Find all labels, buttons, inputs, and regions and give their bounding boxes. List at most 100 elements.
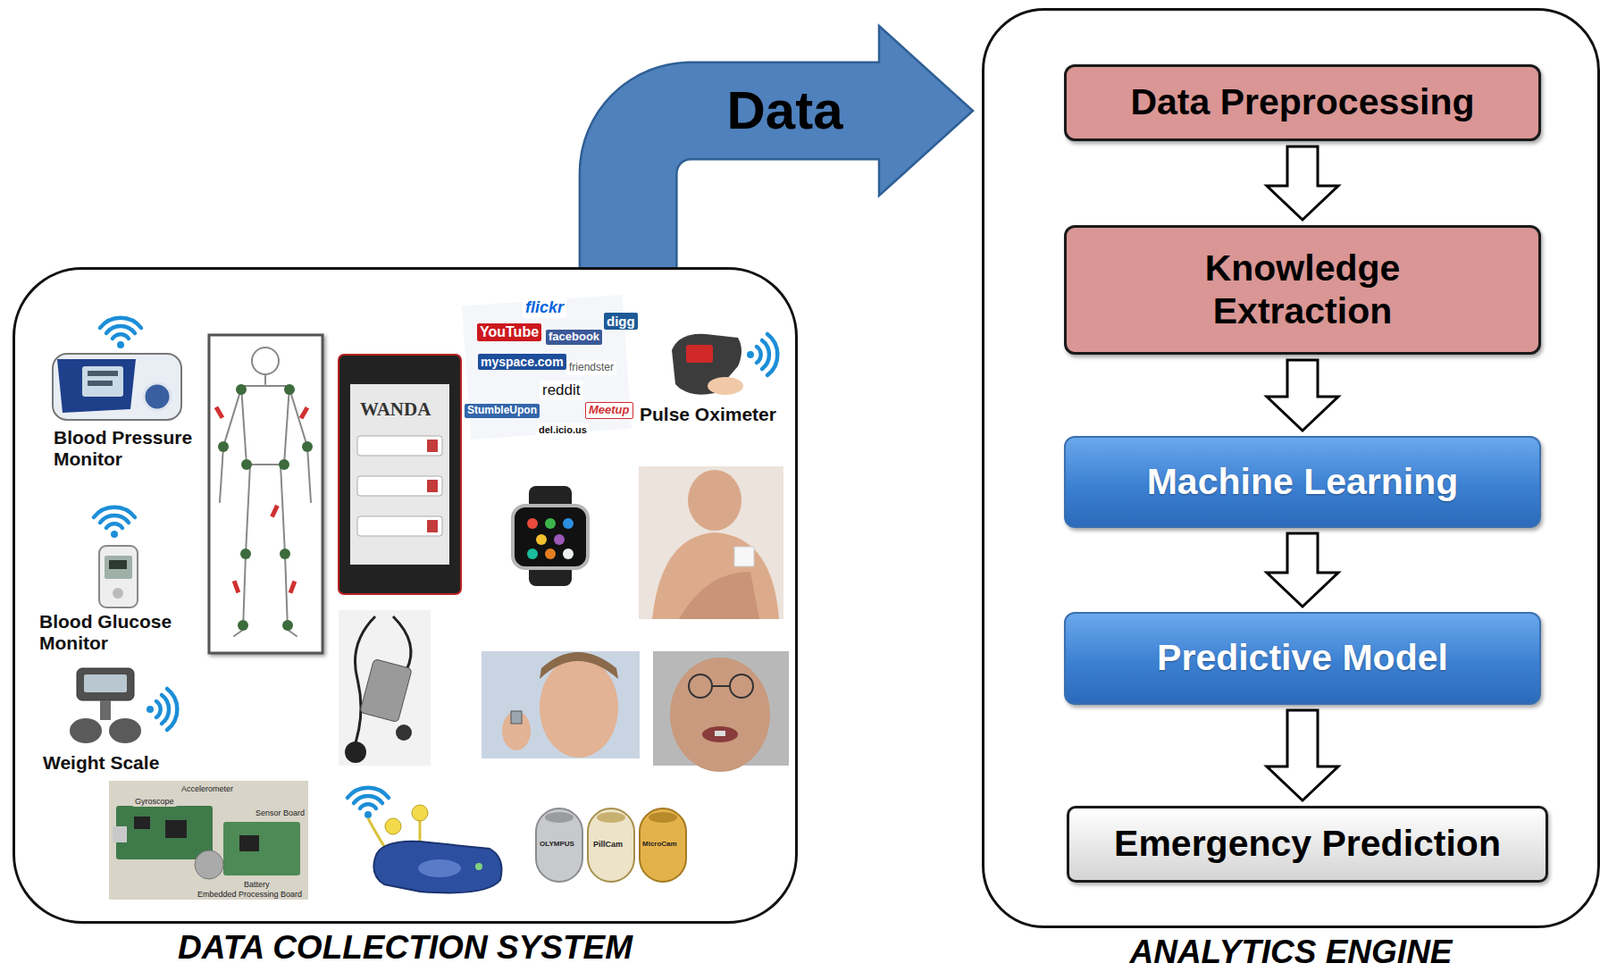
smartphone: [427, 519, 438, 533]
part-label: Embedded Processing Board: [194, 888, 305, 900]
ecg-device: [418, 859, 461, 878]
blood-pressure-monitor: [82, 366, 124, 397]
body-sensor-figure: [278, 459, 290, 470]
pulse-oximeter: [707, 376, 744, 395]
glucose-monitor: [99, 545, 138, 608]
body-sensor-figure: [282, 619, 294, 631]
mouth-sensor-photo: [688, 674, 754, 698]
weight-scale: [76, 668, 135, 701]
box-label: Predictive Model: [1156, 636, 1449, 679]
sensor-board-photo: [108, 780, 309, 900]
flow-arrow: [1266, 533, 1339, 607]
wifi-symbol: [746, 334, 778, 376]
label-anchor: Meetup: [585, 402, 634, 419]
implant-chip-photo: [481, 651, 640, 759]
smartwatch: [527, 518, 538, 529]
label-anchor: PillCam: [593, 839, 623, 849]
body-sensor-figure: [217, 384, 313, 631]
smartphone: [338, 354, 461, 595]
flow-arrow: [1266, 533, 1339, 607]
smartwatch: [553, 534, 565, 545]
label-anchor: Weight Scale: [42, 752, 160, 774]
ecg-device: [411, 804, 428, 821]
edge-label: Data: [727, 81, 844, 141]
implant-chip-photo: [510, 711, 522, 724]
blood-pressure-monitor: [143, 383, 171, 411]
pulse-oximeter: [671, 334, 744, 395]
device-label: Pulse Oximeter: [639, 403, 777, 426]
capsule-cameras: [587, 808, 635, 882]
body-sensor-figure: [214, 405, 310, 594]
arrow-head: [879, 25, 973, 196]
part-label: Accelerometer: [178, 783, 236, 795]
analytics-panel: ANALYTICS ENGINEData PreprocessingKnowle…: [981, 8, 1600, 929]
capsule-cameras: [536, 808, 583, 882]
smartwatch: [527, 548, 538, 560]
glucose-monitor: [112, 587, 124, 599]
body-sensor-figure: [288, 580, 297, 595]
panel-caption: DATA COLLECTION SYSTEM: [15, 929, 796, 967]
brand-label: OLYMPUS: [539, 839, 575, 848]
box-label: Knowledge Extraction: [1155, 247, 1450, 332]
label-anchor: myspace.com: [477, 353, 567, 370]
capsule-cameras: [648, 812, 678, 823]
smartphone: [350, 384, 450, 565]
brand-label: PillCam: [593, 839, 623, 849]
body-sensor-figure: [264, 374, 267, 385]
body-sensor-figure: [217, 441, 229, 453]
implant-chip-photo: [539, 657, 619, 758]
label-anchor: Blood Glucose Monitor: [39, 611, 196, 654]
body-sensor-figure: [269, 504, 279, 519]
mouth-sensor-photo: [714, 730, 726, 737]
mouth-sensor-photo: [688, 674, 713, 698]
smartphone: [357, 516, 443, 537]
capsule-cameras: [544, 812, 574, 823]
device-label: Blood Glucose Monitor: [39, 611, 196, 654]
label-anchor: del.icio.us: [536, 423, 590, 437]
part-label: Gyroscope: [132, 795, 177, 807]
label-anchor: YouTube: [477, 323, 542, 342]
ecg-device: [368, 804, 503, 893]
body-sensor-figure: [241, 459, 252, 470]
device-label: Blood Pressure Monitor: [53, 427, 210, 470]
smartphone: [338, 354, 461, 595]
flow-arrow: [1266, 360, 1339, 431]
label-anchor: WANDA: [360, 398, 431, 420]
social-logo: StumbleUpon: [464, 403, 540, 419]
capsule-cameras: [596, 812, 626, 823]
social-logo: YouTube: [477, 323, 542, 342]
blood-pressure-monitor: [52, 353, 182, 420]
smartwatch: [562, 548, 574, 560]
smartphone: [357, 435, 443, 456]
label-anchor: Accelerometer: [178, 783, 236, 795]
label-anchor: Pulse Oximeter: [639, 403, 777, 426]
weight-scale: [69, 668, 142, 744]
mouth-sensor-photo: [729, 674, 754, 698]
label-anchor: OLYMPUS: [539, 839, 575, 848]
sensor-board-photo: [239, 835, 260, 852]
sensor-board-photo: [223, 821, 301, 876]
process-box: Machine Learning: [1063, 435, 1542, 528]
wifi-symbol: [93, 507, 135, 538]
body-sensor-figure: [214, 405, 225, 419]
implant-chip-photo: [539, 652, 619, 679]
body-sensor-figure: [219, 347, 311, 637]
sensor-board-photo: [165, 820, 187, 838]
smartphone: [357, 476, 443, 496]
wearable-sensor: [360, 658, 413, 722]
smartwatch: [544, 548, 556, 560]
sensor-board-photo: [108, 780, 309, 900]
device-label: Weight Scale: [42, 752, 160, 774]
weight-scale: [100, 700, 111, 721]
body-sensor-figure: [279, 548, 291, 560]
part-label: Sensor Board: [252, 807, 308, 819]
body-sensor-figure: [209, 335, 323, 654]
label-anchor: digg: [603, 312, 638, 330]
collection-panel: DATA COLLECTION SYSTEM: [12, 267, 798, 924]
body-sensor-figure: [280, 464, 297, 637]
result-box: Emergency Prediction: [1066, 805, 1549, 883]
wifi-symbol: [100, 318, 142, 349]
blood-pressure-monitor: [52, 353, 182, 420]
ecg-device: [385, 818, 402, 835]
glucose-monitor: [99, 545, 138, 608]
